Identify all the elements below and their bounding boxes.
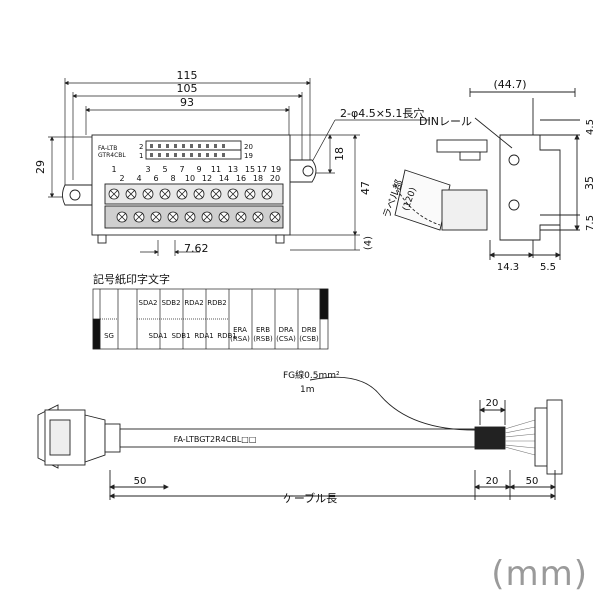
model-label-2: GTR4CBL — [98, 152, 126, 159]
cable-length-label: ケーブル長 — [283, 491, 337, 505]
marking-cell-7-line-1: (RSB) — [253, 335, 273, 343]
svg-text:SDB1: SDB1 — [171, 332, 190, 340]
side-view — [394, 88, 580, 260]
din-rail-label: DINレール — [419, 115, 472, 128]
pin-20: 20 — [244, 143, 253, 151]
svg-text:11: 11 — [211, 165, 221, 174]
dim-4: (4) — [363, 236, 374, 250]
dim-45: 4.5 — [585, 119, 596, 135]
svg-text:20: 20 — [270, 174, 280, 183]
dim-105: 105 — [177, 82, 198, 95]
svg-text:15: 15 — [245, 165, 255, 174]
connector-pins — [150, 144, 225, 157]
svg-text:2: 2 — [119, 174, 124, 183]
svg-text:12: 12 — [202, 174, 212, 183]
svg-text:RDA1: RDA1 — [194, 332, 213, 340]
svg-text:7: 7 — [179, 165, 184, 174]
svg-text:9: 9 — [196, 165, 201, 174]
svg-text:RDB1: RDB1 — [217, 332, 237, 340]
dim-75: 7.5 — [585, 215, 596, 231]
terminal-numbers-odd: 1 3 5 7 9 11 13 15 17 19 — [111, 165, 281, 174]
marking-cell-9-line-0: DRB — [301, 326, 316, 334]
svg-text:SDA1: SDA1 — [149, 332, 168, 340]
dim-cable-20-top: 20 — [486, 398, 499, 409]
svg-text:5: 5 — [162, 165, 167, 174]
marking-table — [92, 288, 329, 350]
dim-762: 7.62 — [184, 242, 209, 255]
svg-text:SDB2: SDB2 — [161, 299, 180, 307]
svg-text:RDB2: RDB2 — [207, 299, 227, 307]
svg-text:SDA2: SDA2 — [139, 299, 158, 307]
dim-cable-50-left: 50 — [134, 476, 147, 487]
dim-29: 29 — [34, 160, 47, 174]
dim-55: 5.5 — [540, 262, 556, 273]
marking-cell-7-line-0: ERB — [256, 326, 270, 334]
dim-35: 35 — [583, 176, 596, 190]
svg-text:14: 14 — [219, 174, 229, 183]
marking-lower-row: SG SDA1 SDB1 RDA1 RDB1 — [104, 332, 237, 340]
cable-assembly — [37, 376, 563, 500]
marking-upper-row: SDA2 SDB2 RDA2 RDB2 — [139, 299, 227, 307]
screw-slots — [109, 189, 280, 222]
unit-label: (mm) — [491, 554, 588, 594]
fg-wire-length: 1m — [300, 385, 315, 395]
dim-18: 18 — [333, 147, 346, 161]
model-label-1: FA-LTB — [98, 145, 117, 152]
pin-2: 2 — [139, 143, 143, 151]
marking-cell-6-line-0: ERA — [233, 326, 247, 334]
hole-note: 2-φ4.5×5.1長穴 — [340, 106, 424, 120]
cable-label: FA-LTBGT2R4CBL□□ — [174, 435, 257, 444]
dim-cable-50-right: 50 — [526, 476, 539, 487]
marking-cell-8-line-1: (CSA) — [276, 335, 296, 343]
svg-text:13: 13 — [228, 165, 238, 174]
marking-cell-8-line-0: DRA — [279, 326, 294, 334]
svg-text:SG: SG — [104, 332, 114, 340]
marking-title: 記号紙印字文字 — [93, 272, 170, 286]
marking-cell-9-line-1: (CSB) — [299, 335, 319, 343]
svg-text:RDA2: RDA2 — [184, 299, 203, 307]
pin-1: 1 — [139, 152, 143, 160]
terminal-numbers-even: 2 4 6 8 10 12 14 16 18 20 — [119, 174, 280, 183]
marking-cell-6-line-1: (RSA) — [230, 335, 250, 343]
svg-text:10: 10 — [185, 174, 195, 183]
front-dimensions — [48, 78, 430, 256]
svg-text:3: 3 — [145, 165, 150, 174]
svg-text:18: 18 — [253, 174, 263, 183]
svg-text:4: 4 — [136, 174, 141, 183]
pin-19: 19 — [244, 152, 253, 160]
dim-93: 93 — [180, 96, 194, 109]
svg-text:16: 16 — [236, 174, 246, 183]
dim-447: (44.7) — [493, 78, 526, 91]
marking-lower-two-line: ERA(RSA) ERB(RSB) DRA(CSA) DRB(CSB) — [230, 326, 319, 343]
svg-text:19: 19 — [271, 165, 281, 174]
dim-143: 14.3 — [497, 262, 519, 273]
svg-text:17: 17 — [257, 165, 267, 174]
svg-text:6: 6 — [153, 174, 158, 183]
fg-wire-label: FG線0.5mm² — [283, 369, 340, 381]
dim-cable-20-bottom: 20 — [486, 476, 499, 487]
dim-115: 115 — [177, 69, 198, 82]
svg-text:8: 8 — [170, 174, 175, 183]
dim-47: 47 — [359, 181, 372, 195]
svg-text:1: 1 — [111, 165, 116, 174]
